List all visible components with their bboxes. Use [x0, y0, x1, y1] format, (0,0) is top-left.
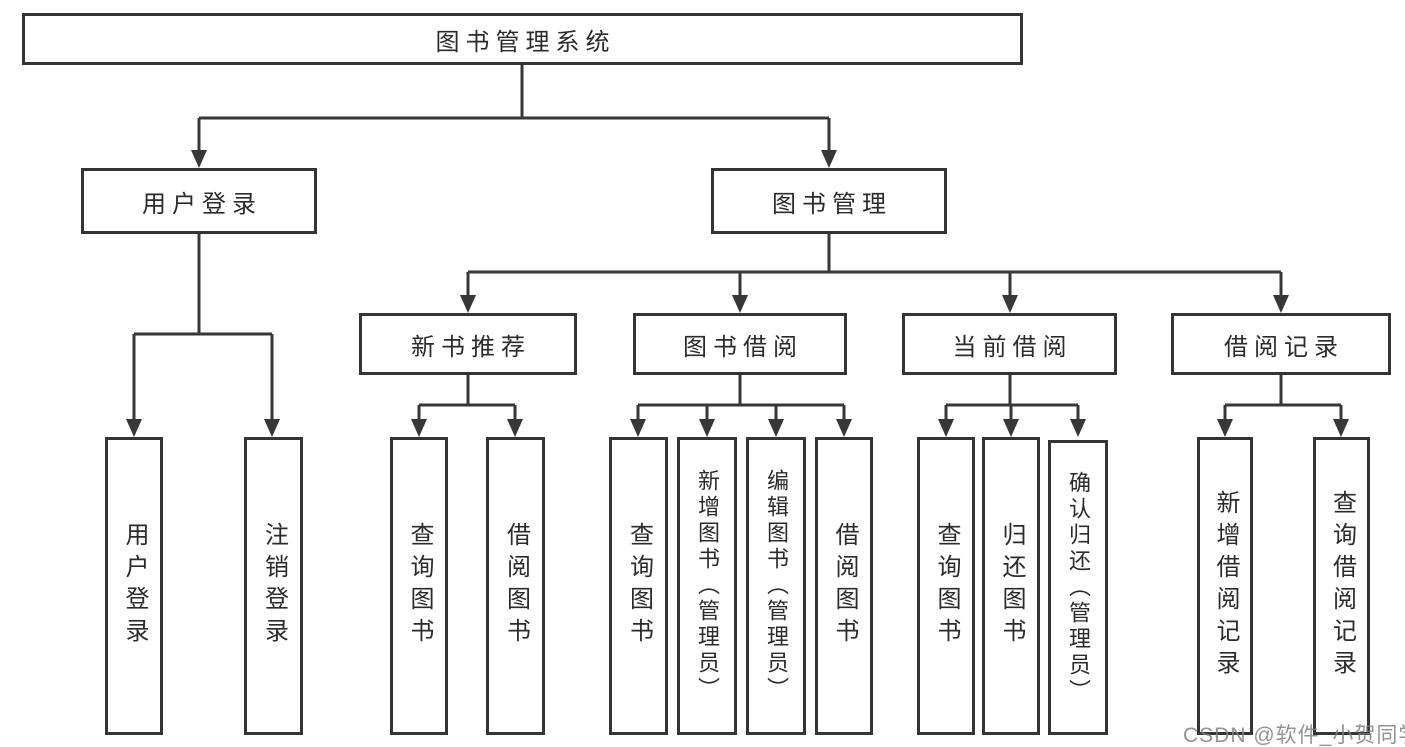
- connector-current-borrow-children: [938, 375, 1086, 437]
- node-book-management: 图书管理: [711, 168, 947, 234]
- node-root: 图书管理系统: [22, 13, 1023, 65]
- leaf-current-query-books: 查询图书: [917, 437, 975, 735]
- connector-borrow-records-children: [1217, 375, 1349, 437]
- leaf-borrow-add-books-admin: 新增图书（管理员）: [677, 437, 737, 735]
- leaf-current-confirm-return-admin-label: 确认归还（管理员）: [1066, 470, 1091, 705]
- leaf-current-confirm-return-admin: 确认归还（管理员）: [1048, 440, 1108, 735]
- node-user-login: 用户登录: [81, 168, 317, 234]
- node-root-label: 图书管理系统: [435, 28, 616, 56]
- arrowhead: [699, 419, 715, 437]
- node-user-login-label: 用户登录: [142, 190, 262, 218]
- leaf-current-return-books-label: 归还图书: [998, 522, 1025, 650]
- leaf-records-add-record-label: 新增借阅记录: [1212, 490, 1239, 682]
- arrowhead: [460, 295, 476, 313]
- node-book-management-label: 图书管理: [772, 190, 892, 218]
- arrowhead: [1273, 295, 1289, 313]
- arrowhead: [1217, 419, 1233, 437]
- arrowhead: [1003, 419, 1019, 437]
- leaf-borrow-borrow-books-label: 借阅图书: [831, 522, 858, 650]
- arrowhead: [507, 419, 523, 437]
- leaf-records-query-record-label: 查询借阅记录: [1328, 490, 1356, 682]
- node-new-book-recommend-label: 新书推荐: [411, 333, 531, 361]
- leaf-current-return-books: 归还图书: [982, 437, 1040, 735]
- leaf-borrow-borrow-books: 借阅图书: [815, 437, 873, 735]
- leaf-user-login-label: 用户登录: [121, 522, 148, 650]
- node-new-book-recommend: 新书推荐: [359, 313, 577, 375]
- arrowhead: [191, 150, 207, 168]
- arrowhead: [836, 419, 852, 437]
- leaf-newrec-borrow-books-label: 借阅图书: [502, 522, 530, 650]
- arrowhead: [1333, 419, 1349, 437]
- leaf-records-add-record: 新增借阅记录: [1197, 437, 1253, 735]
- leaf-borrow-query-books: 查询图书: [609, 437, 668, 735]
- leaf-newrec-query-books: 查询图书: [390, 437, 448, 735]
- arrowhead: [938, 419, 954, 437]
- leaf-borrow-add-books-admin-label: 新增图书（管理员）: [695, 469, 720, 703]
- csdn-watermark: CSDN @软件_小贺同学: [1183, 724, 1405, 747]
- arrowhead: [768, 419, 784, 437]
- connector-book-borrow-children: [630, 375, 852, 437]
- connector-user-login-children: [126, 234, 280, 437]
- arrowhead: [1002, 295, 1018, 313]
- arrowhead: [1070, 419, 1086, 437]
- connector-new-book-children: [411, 375, 523, 437]
- arrowhead: [821, 150, 837, 168]
- arrowhead: [411, 419, 427, 437]
- leaf-newrec-query-books-label: 查询图书: [406, 522, 433, 650]
- leaf-logout-label: 注销登录: [260, 522, 288, 650]
- leaf-newrec-borrow-books: 借阅图书: [486, 437, 545, 735]
- leaf-logout: 注销登录: [244, 437, 303, 735]
- leaf-current-query-books-label: 查询图书: [933, 522, 960, 650]
- node-book-borrow-label: 图书借阅: [683, 333, 803, 361]
- node-borrow-records-label: 借阅记录: [1224, 333, 1344, 361]
- arrowhead: [264, 419, 280, 437]
- connector-root-to-level2: [191, 65, 837, 168]
- node-book-borrow: 图书借阅: [633, 313, 847, 375]
- arrowhead: [732, 295, 748, 313]
- arrowhead: [126, 419, 142, 437]
- node-current-borrow-label: 当前借阅: [952, 333, 1073, 361]
- leaf-records-query-record: 查询借阅记录: [1313, 437, 1370, 735]
- node-borrow-records: 借阅记录: [1171, 313, 1391, 375]
- leaf-user-login: 用户登录: [105, 437, 163, 735]
- leaf-borrow-edit-books-admin: 编辑图书（管理员）: [746, 437, 806, 735]
- leaf-borrow-edit-books-admin-label: 编辑图书（管理员）: [764, 469, 789, 703]
- node-current-borrow: 当前借阅: [902, 313, 1117, 375]
- connector-book-management-children: [460, 234, 1289, 313]
- leaf-borrow-query-books-label: 查询图书: [625, 522, 653, 650]
- arrowhead: [630, 419, 646, 437]
